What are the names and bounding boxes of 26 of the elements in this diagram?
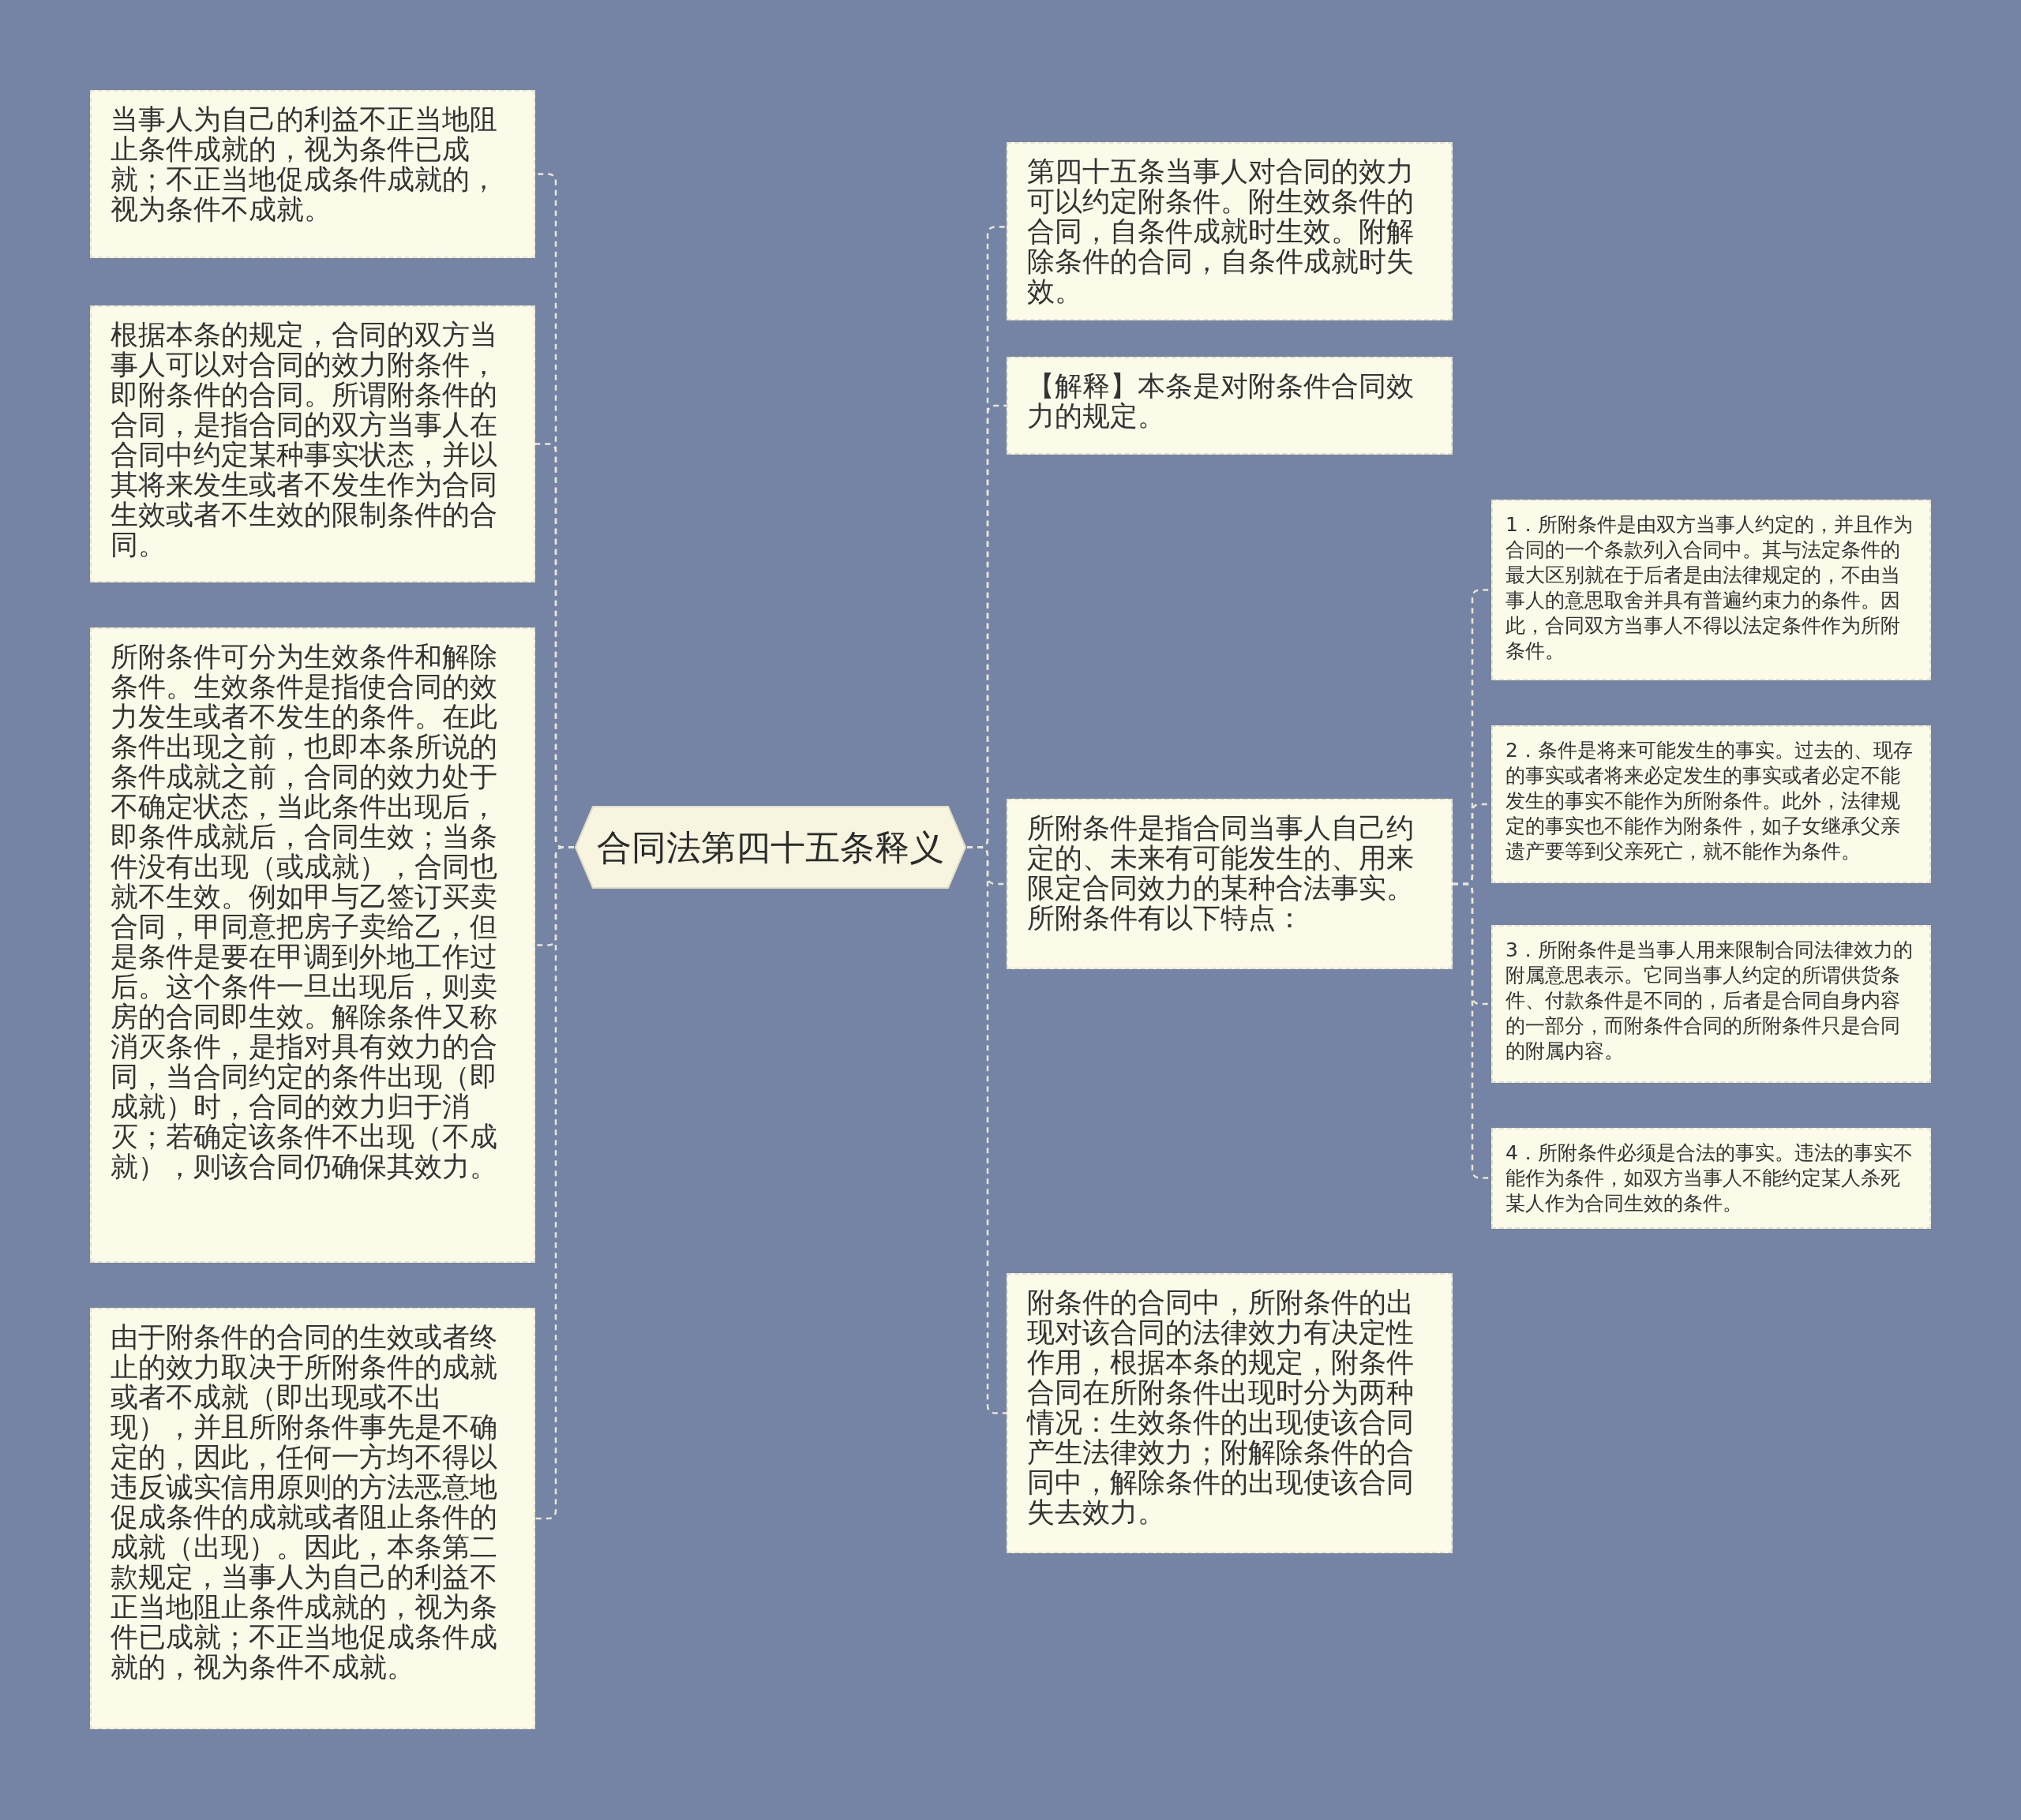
text-card	[1491, 925, 1931, 1083]
text-card	[1491, 500, 1931, 680]
text-card	[1007, 799, 1453, 969]
text-card	[1491, 725, 1931, 883]
text-card	[1007, 357, 1453, 455]
card-text: 2．条件是将来可能发生的事实。过去的、现存的事实或者将来必定发生的事实或者必定不能发生的事实不能作为所附条件。此外，法律规定的事实也不能作为附条件，如子女继承父亲遗产要等到父亲死亡，就不能作为条件。	[1505, 738, 1914, 864]
card-text: 1．所附条件是由双方当事人约定的，并且作为合同的一个条款列入合同中。其与法定条件的最大区别就在于后者是由法律规定的，不由当事人的意思取舍并具有普遍约束力的条件。因此，合同双方当事人不得以法定条件作为所附条件。	[1505, 512, 1914, 664]
text-card	[1491, 1128, 1931, 1229]
card-text: 附条件的合同中，所附条件的出现对该合同的法律效力有决定性作用，根据本条的规定，附条件合同在所附条件出现时分为两种情况：生效条件的出现使该合同产生法律效力；附解除条件的合同中，解除条件的出现使该合同失去效力。	[1027, 1287, 1415, 1527]
card-text: 由于附条件的合同的生效或者终止的效力取决于所附条件的成就或者不成就（即出现或不出现），并且所附条件事先是不确定的，因此，任何一方均不得以违反诚实信用原则的方法恶意地促成条件的成就或者阻止条件的成就（出现）。因此，本条第二款规定，当事人为自己的利益不正当地阻止条件成就的，视为条件已成就；不正当地促成条件成就的，视为条件不成就。	[111, 1322, 498, 1682]
text-card	[1007, 1273, 1453, 1553]
topic-title: 合同法第四十五条释义	[597, 826, 944, 868]
text-card	[90, 305, 535, 582]
card-text: 第四十五条当事人对合同的效力可以约定附条件。附生效条件的合同，自条件成就时生效。附解除条件的合同，自条件成就时失效。	[1027, 156, 1415, 306]
central-topic-hexagon	[574, 805, 967, 889]
text-card	[1007, 142, 1453, 320]
card-text: 当事人为自己的利益不正当地阻止条件成就的，视为条件已成就；不正当地促成条件成就的，视为条件不成就。	[111, 104, 498, 224]
text-card	[90, 1308, 535, 1729]
card-text: 【解释】本条是对附条件合同效力的规定。	[1027, 371, 1415, 431]
card-text: 所附条件是指合同当事人自己约定的、未来有可能发生的、用来限定合同效力的某种合法事实。所附条件有以下特点：	[1027, 813, 1415, 933]
text-card	[90, 90, 535, 258]
card-text: 根据本条的规定，合同的双方当事人可以对合同的效力附条件，即附条件的合同。所谓附条件的合同，是指合同的双方当事人在合同中约定某种事实状态，并以其将来发生或者不发生作为合同生效或者不生效的限制条件的合同。	[111, 320, 498, 560]
card-text: 4．所附条件必须是合法的事实。违法的事实不能作为条件，如双方当事人不能约定某人杀死某人作为合同生效的条件。	[1505, 1140, 1914, 1216]
card-text: 3．所附条件是当事人用来限制合同法律效力的附属意思表示。它同当事人约定的所谓供货条件、付款条件是不同的，后者是合同自身内容的一部分，而附条件合同的所附条件只是合同的附属内容。	[1505, 938, 1914, 1064]
text-card	[90, 627, 535, 1263]
card-text: 所附条件可分为生效条件和解除条件。生效条件是指使合同的效力发生或者不发生的条件。在此条件出现之前，也即本条所说的条件成就之前，合同的效力处于不确定状态，当此条件出现后，即条件成就后，合同生效；当条件没有出现（或成就），合同也就不生效。例如甲与乙签订买卖合同，甲同意把房子卖给乙，但是条件是要在甲调到外地工作过后。这个条件一旦出现后，则卖房的合同即生效。解除条件又称消灭条件，是指对具有效力的合同，当合同约定的条件出现（即成就）时，合同的效力归于消灭；若确定该条件不出现（不成就），则该合同仍确保其效力。	[111, 642, 498, 1182]
